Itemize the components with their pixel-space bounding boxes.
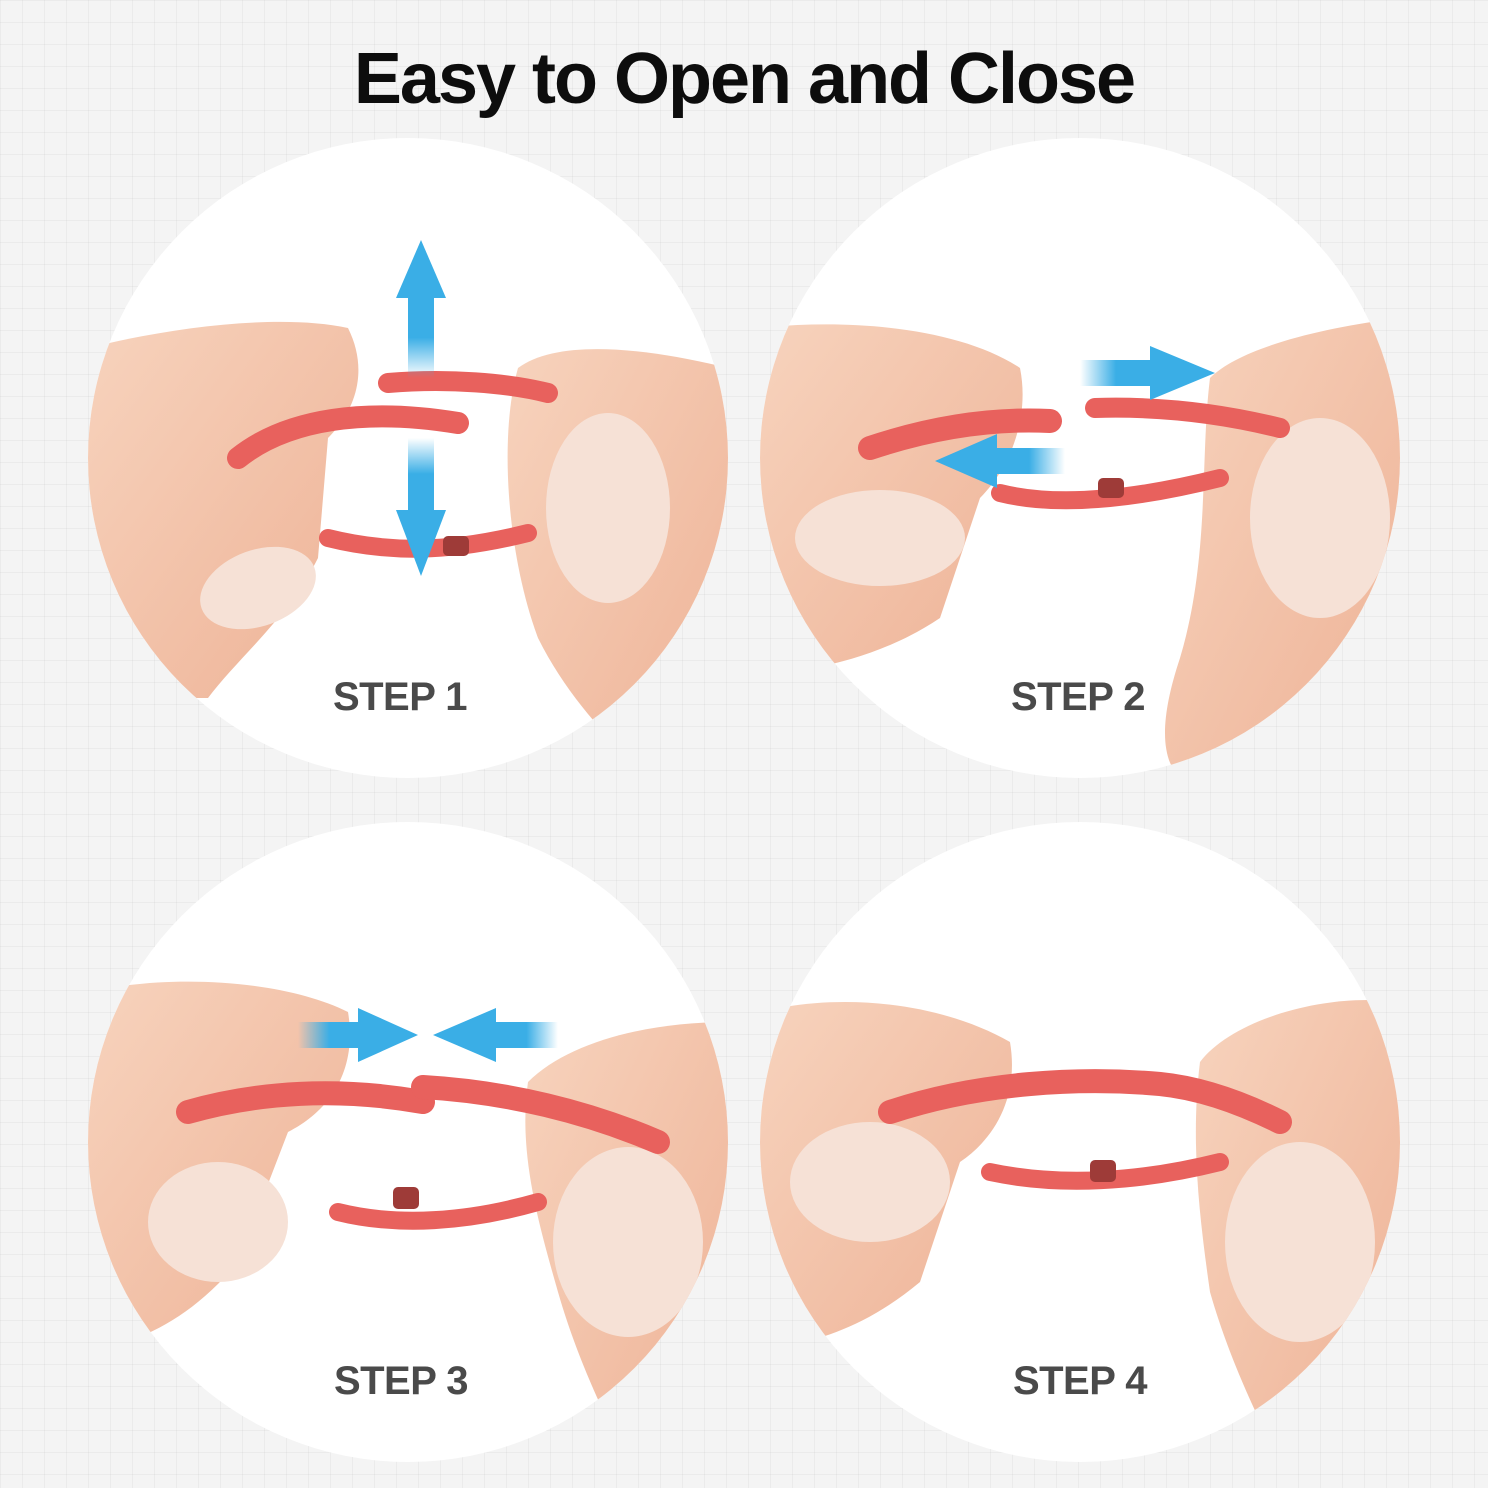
step-3-panel: STEP 3 xyxy=(88,822,728,1462)
step-2-illustration xyxy=(760,318,1400,778)
step-2-label: STEP 2 xyxy=(1010,675,1146,719)
step-2-panel: STEP 2 xyxy=(760,138,1400,778)
page-title: Easy to Open and Close xyxy=(353,39,1136,119)
step-4-panel: STEP 4 xyxy=(760,822,1400,1462)
left-thumbnail xyxy=(200,546,316,630)
ring-hinge xyxy=(393,1187,419,1209)
right-thumbnail xyxy=(546,413,670,603)
ring-hinge xyxy=(443,536,469,556)
step-1-illustration xyxy=(88,240,728,778)
ring-hinge xyxy=(1098,478,1124,498)
step-1-label: STEP 1 xyxy=(332,675,468,719)
ring-upper-left xyxy=(227,405,469,469)
ring-right-piece xyxy=(411,1075,670,1154)
ring-left-piece xyxy=(858,408,1062,460)
arrow-down-icon xyxy=(396,438,446,576)
step-4-label: STEP 4 xyxy=(1012,1359,1148,1403)
left-thumbnail xyxy=(790,1122,950,1242)
right-thumbnail xyxy=(1250,418,1390,618)
ring-lower xyxy=(329,1193,547,1230)
ring-right-piece xyxy=(1085,397,1290,438)
step-3-label: STEP 3 xyxy=(333,1359,469,1403)
ring-upper xyxy=(878,1069,1292,1134)
arrow-left-icon xyxy=(935,434,1065,488)
left-thumbnail xyxy=(148,1162,288,1282)
ring-left-piece xyxy=(176,1081,435,1124)
left-thumbnail xyxy=(795,490,965,586)
left-hand xyxy=(88,321,359,698)
ring-hinge xyxy=(1090,1160,1116,1182)
ring-upper-right xyxy=(378,371,558,403)
step-4-illustration xyxy=(760,1000,1400,1462)
arrow-up-icon xyxy=(396,240,446,378)
ring-lower xyxy=(991,469,1229,510)
arrow-right-icon xyxy=(1080,346,1215,400)
right-thumbnail xyxy=(1225,1142,1375,1342)
step-1-panel: STEP 1 xyxy=(88,138,728,778)
arrow-left-icon xyxy=(433,1008,558,1062)
arrow-right-icon xyxy=(298,1008,418,1062)
step-3-illustration xyxy=(88,981,728,1462)
right-thumbnail xyxy=(553,1147,703,1337)
